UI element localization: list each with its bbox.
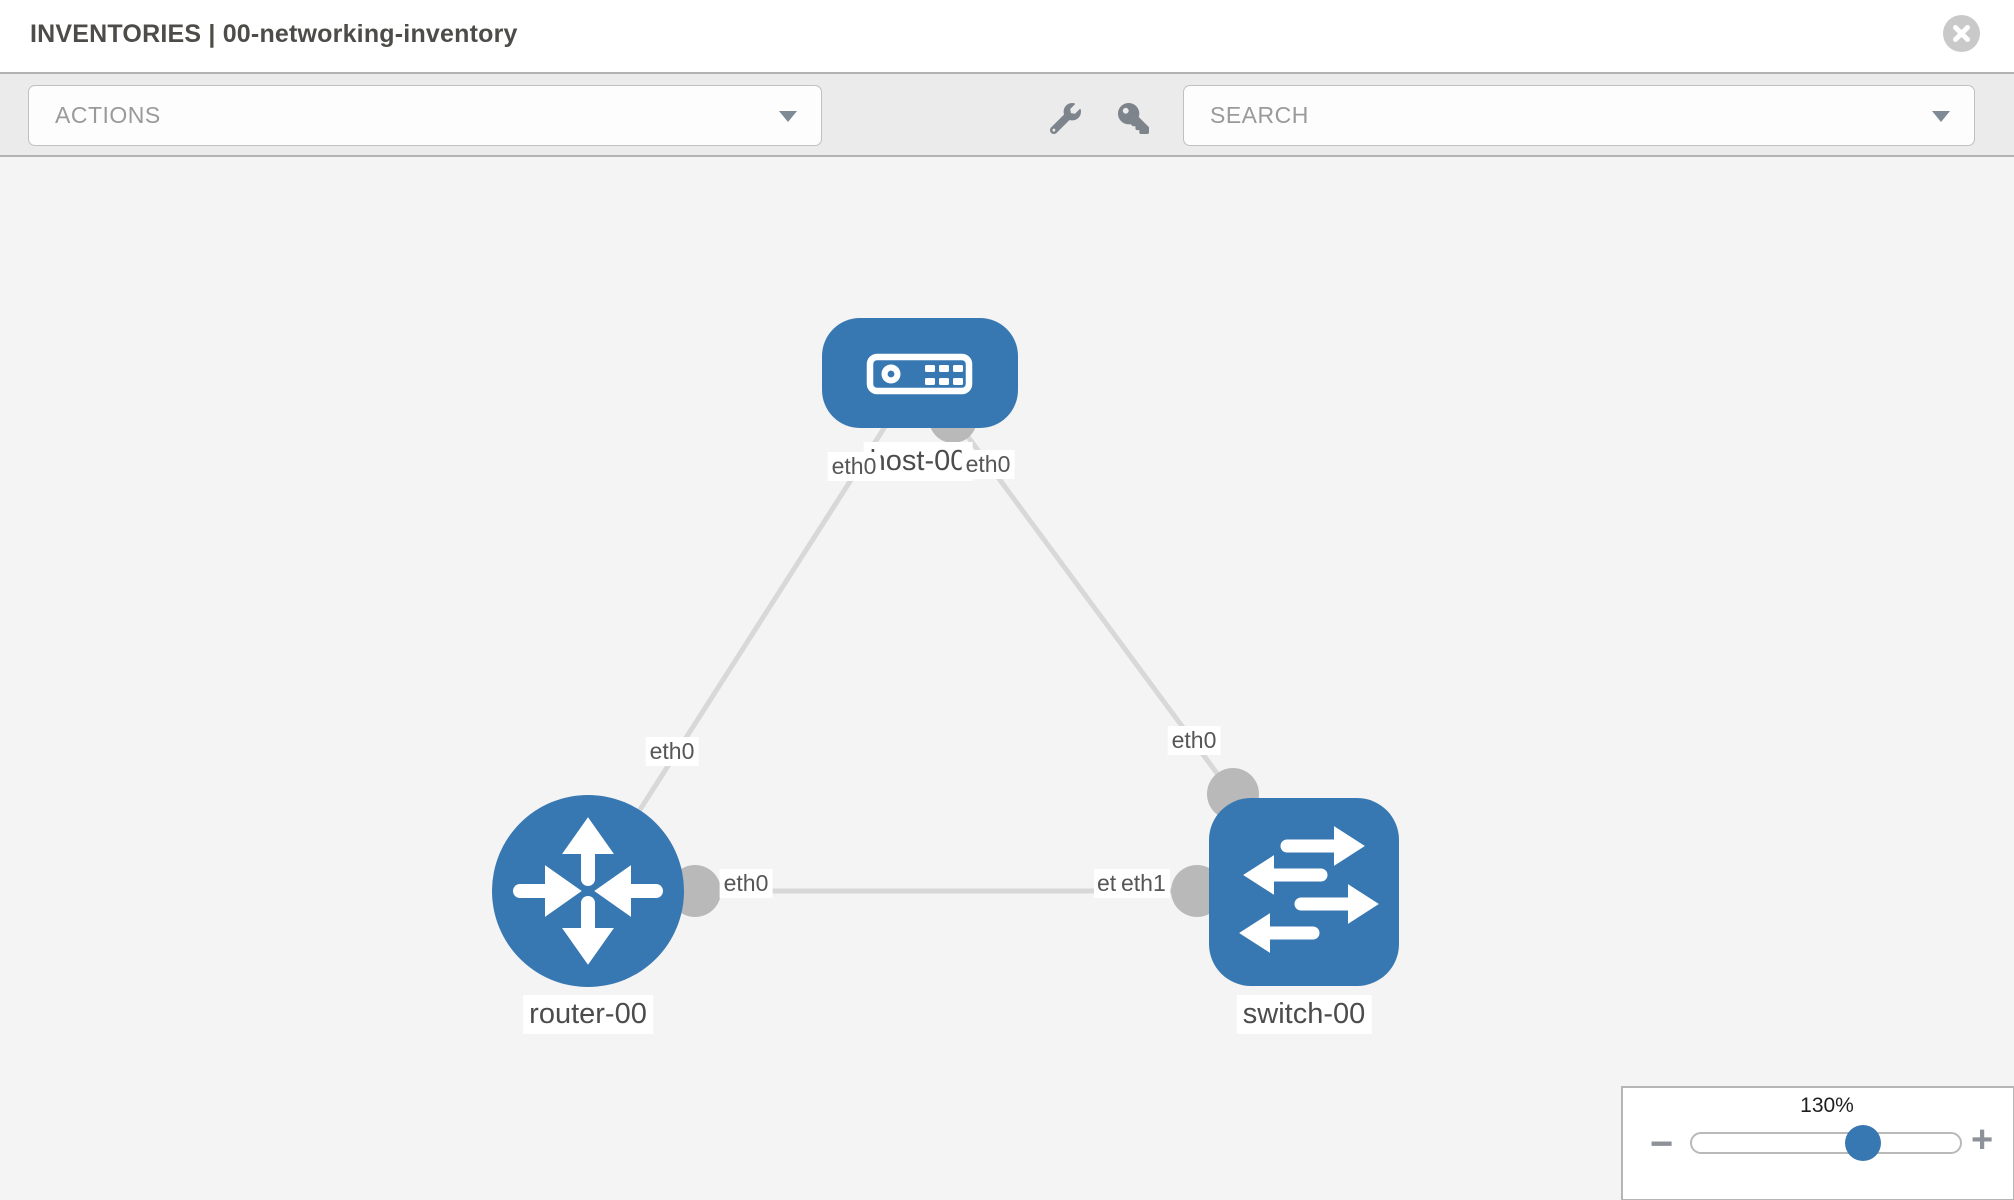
interface-label-switch-top: eth0 [1167, 726, 1221, 755]
node-label-host: host-00 [863, 442, 973, 481]
switch-icon [1239, 826, 1379, 953]
node-router-00[interactable] [492, 795, 684, 987]
close-icon [1953, 25, 1970, 42]
zoom-slider-track[interactable] [1690, 1132, 1962, 1154]
zoom-slider-knob[interactable] [1845, 1125, 1881, 1161]
interface-label-router-right: eth0 [719, 869, 773, 898]
toolbar: ACTIONS SEARCH [0, 72, 2014, 157]
links-layer [585, 370, 1307, 917]
wrench-button[interactable] [1046, 99, 1084, 137]
router-icon [513, 817, 663, 965]
host-icon [866, 353, 973, 395]
actions-dropdown-label: ACTIONS [55, 102, 161, 128]
window-header: INVENTORIES | 00-networking-inventory [0, 0, 2014, 72]
node-host-00[interactable] [822, 318, 1018, 428]
node-switch-00[interactable] [1209, 798, 1399, 986]
key-button[interactable] [1114, 99, 1152, 137]
node-label-router: router-00 [523, 995, 653, 1034]
interface-label-switch-left: eth1 [1117, 869, 1170, 898]
node-label-switch: switch-00 [1236, 995, 1372, 1034]
interface-label-host-eth0-left: eth0 [827, 452, 881, 481]
topology-canvas[interactable]: host-00 router-00 switch-00 eth0 eth0 et… [0, 157, 2014, 1200]
interface-label-host-eth0-right: eth0 [961, 450, 1015, 479]
interface-label-router-top: eth0 [645, 737, 699, 766]
actions-dropdown[interactable]: ACTIONS [28, 85, 822, 146]
close-button[interactable] [1943, 15, 1980, 52]
zoom-in-button[interactable]: + [1971, 1119, 1994, 1161]
chevron-down-icon [1932, 110, 1950, 122]
search-dropdown[interactable]: SEARCH [1183, 85, 1975, 146]
page-title: INVENTORIES | 00-networking-inventory [30, 20, 518, 48]
zoom-level: 130% [1800, 1094, 1854, 1117]
key-icon [1117, 102, 1149, 134]
chevron-down-icon [779, 110, 797, 122]
zoom-panel: 130% − + [1621, 1086, 2014, 1200]
wrench-icon [1049, 102, 1081, 134]
zoom-out-button[interactable]: − [1650, 1122, 1674, 1166]
search-dropdown-label: SEARCH [1210, 102, 1309, 128]
interface-label-switch-left-clipped: eth0 [1094, 869, 1119, 898]
